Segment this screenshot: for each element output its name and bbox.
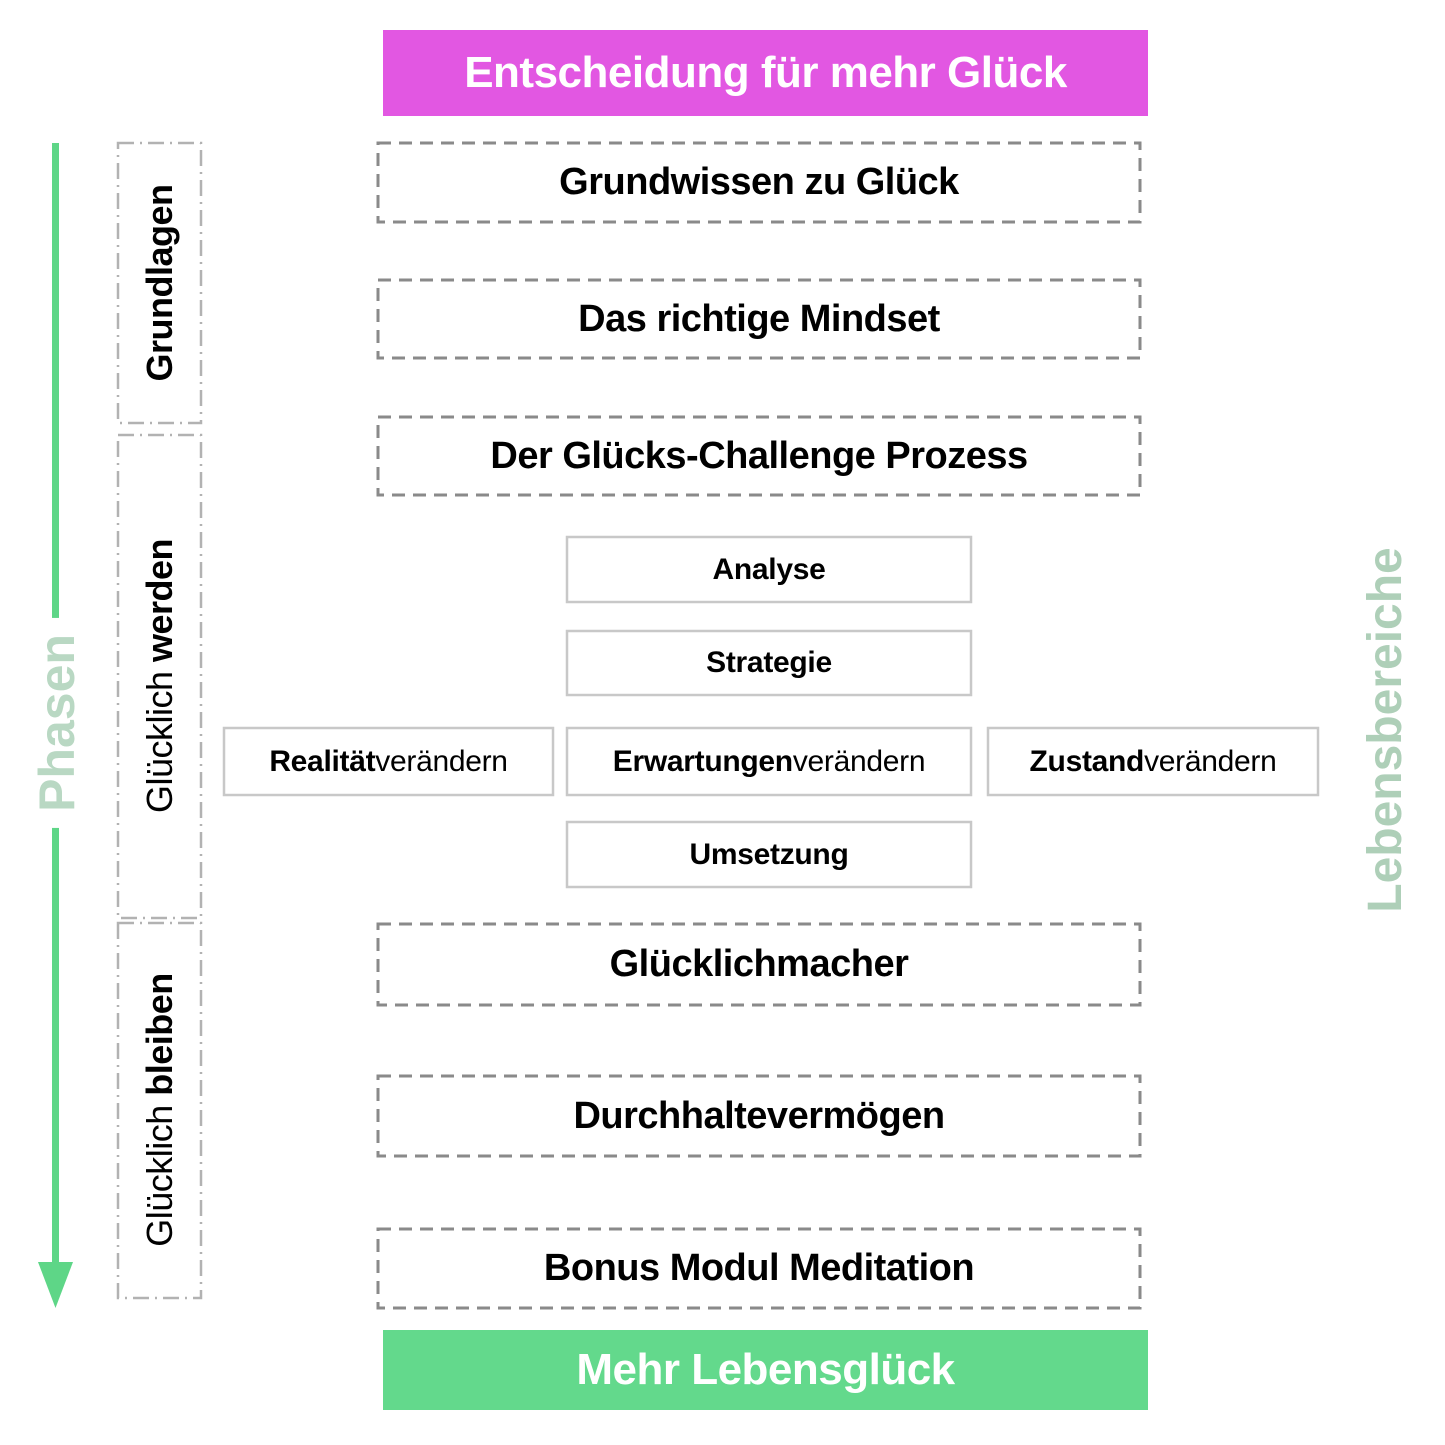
module-box-grundwissen-outline [376, 141, 1142, 224]
phase-gluecklich-bleiben-prefix: Glücklich [139, 1095, 180, 1247]
module-mindset-label: Das richtige Mindset [578, 297, 940, 340]
option-zustand-rest: verändern [1144, 744, 1277, 778]
option-erwartungen-bold: Erwartungen [612, 744, 793, 778]
phases-axis-label: Phasen [24, 618, 90, 828]
option-box-zustand-outline [986, 726, 1320, 797]
option-realitaet-rest: verändern [375, 744, 508, 778]
option-realitaet: Realität verändern [224, 728, 553, 795]
option-box-erwartungen-outline [565, 726, 973, 797]
step-strategie-label: Strategie [706, 646, 832, 679]
step-analyse-label: Analyse [712, 552, 826, 586]
phase-gluecklich-werden: Glücklich werden [139, 538, 180, 814]
step-umsetzung: Umsetzung [567, 822, 971, 887]
module-gluecklichmacher: Glücklichmacher [378, 924, 1140, 1005]
phases-arrow-head [38, 1262, 73, 1308]
option-erwartungen: Erwartungen verändern [567, 728, 971, 795]
module-box-prozess-outline [376, 415, 1142, 497]
option-box-realitaet-outline [222, 726, 555, 797]
bottom-banner-label: Mehr Lebensglück [576, 1345, 955, 1394]
option-erwartungen-rest: verändern [792, 744, 926, 778]
module-grundwissen-label: Grundwissen zu Glück [559, 161, 959, 203]
step-box-umsetzung-outline [565, 820, 973, 889]
phase-gluecklich-werden-prefix: Glücklich [139, 662, 180, 814]
module-box-durchhaltevermoegen-outline [376, 1074, 1142, 1158]
module-grundwissen: Grundwissen zu Glück [378, 143, 1140, 222]
module-bonus-meditation-label: Bonus Modul Meditation [543, 1247, 975, 1289]
phase-grundlagen-bold: Grundlagen [139, 184, 180, 382]
module-gluecklichmacher-label: Glücklichmacher [609, 943, 909, 985]
phase-gluecklich-bleiben-bold: bleiben [139, 973, 180, 1096]
phases-axis-text: Phasen [29, 634, 85, 812]
step-box-analyse-outline [565, 535, 973, 604]
phase-gluecklich-bleiben: Glücklich bleiben [139, 973, 180, 1247]
module-box-mindset-outline [376, 278, 1142, 360]
module-bonus-meditation: Bonus Modul Meditation [378, 1229, 1140, 1308]
module-box-bonus-meditation-outline [376, 1227, 1142, 1310]
module-box-gluecklichmacher-outline [376, 922, 1142, 1007]
module-prozess: Der Glücks-Challenge Prozess [378, 417, 1140, 495]
step-strategie: Strategie [567, 631, 971, 695]
lebensbereiche-axis-text: Lebensbereiche [1359, 547, 1412, 913]
module-prozess-label: Der Glücks-Challenge Prozess [490, 434, 1028, 477]
phase-grundlagen: Grundlagen [139, 184, 180, 382]
top-banner-label: Entscheidung für mehr Glück [464, 48, 1067, 97]
option-zustand: Zustand verändern [988, 728, 1318, 795]
module-durchhaltevermoegen: Durchhaltevermögen [378, 1076, 1140, 1156]
option-realitaet-bold: Realität [269, 744, 376, 778]
phase-box-gluecklich-werden-outline [116, 433, 203, 920]
step-analyse: Analyse [567, 537, 971, 602]
module-mindset: Das richtige Mindset [378, 280, 1140, 358]
phase-box-gluecklich-bleiben-outline [116, 921, 203, 1300]
option-zustand-bold: Zustand [1029, 744, 1145, 778]
top-banner: Entscheidung für mehr Glück [383, 30, 1148, 116]
bottom-banner: Mehr Lebensglück [383, 1330, 1148, 1410]
phase-gluecklich-werden-bold: werden [139, 538, 180, 662]
phase-box-grundlagen-outline [116, 141, 203, 425]
step-box-strategie-outline [565, 629, 973, 697]
step-umsetzung-label: Umsetzung [689, 837, 849, 871]
module-durchhaltevermoegen-label: Durchhaltevermögen [573, 1094, 945, 1137]
lebensbereiche-axis-label: Lebensbereiche [1359, 547, 1412, 913]
